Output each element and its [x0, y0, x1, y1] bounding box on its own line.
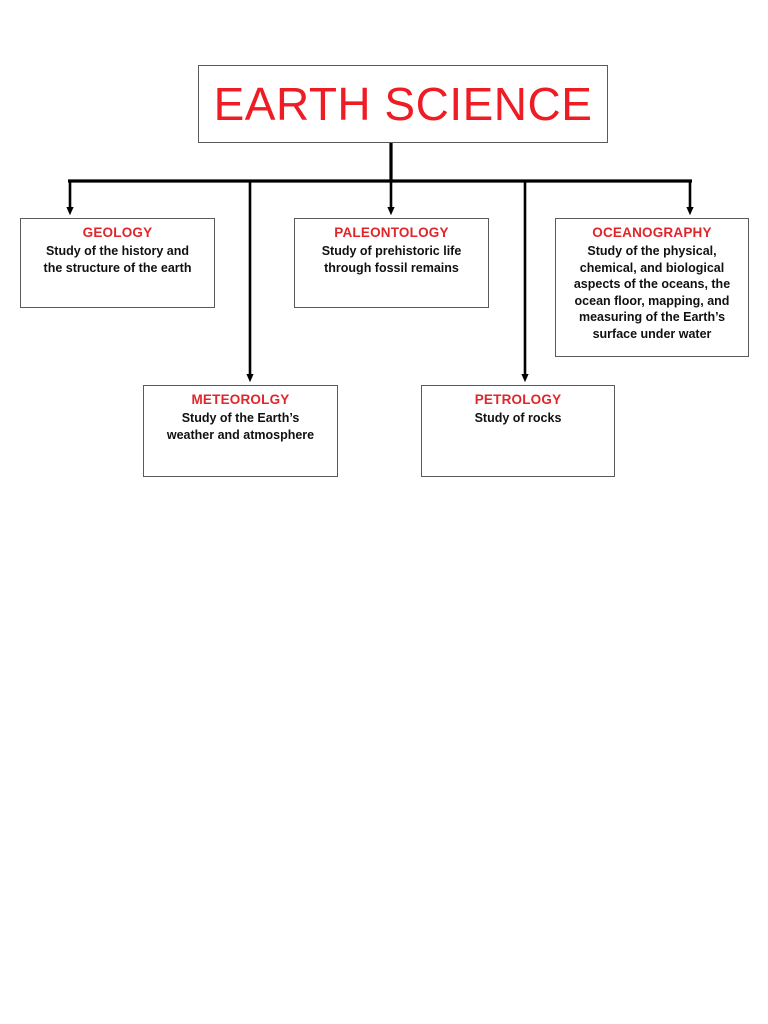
- node-oceanography-heading: OCEANOGRAPHY: [592, 225, 712, 240]
- description-line: through fossil remains: [324, 260, 459, 275]
- node-petrology: PETROLOGY Study of rocks: [421, 385, 615, 477]
- description-line: chemical, and biological: [579, 260, 725, 275]
- node-oceanography-description: Study of the physical, chemical, and bio…: [556, 243, 748, 342]
- node-geology: GEOLOGY Study of the history and the str…: [20, 218, 215, 308]
- node-oceanography: OCEANOGRAPHY Study of the physical, chem…: [555, 218, 749, 357]
- description-line: surface under water: [592, 326, 712, 341]
- node-paleontology-heading: PALEONTOLOGY: [334, 225, 449, 240]
- node-petrology-description: Study of rocks: [422, 410, 614, 427]
- node-paleontology-description: Study of prehistoric life through fossil…: [295, 243, 488, 276]
- node-petrology-heading: PETROLOGY: [474, 392, 562, 407]
- description-line: Study of the Earth’s: [181, 411, 300, 426]
- root-title: EARTH SCIENCE: [213, 77, 593, 130]
- description-line: the structure of the earth: [43, 260, 192, 275]
- description-line: Study of the history and: [45, 244, 190, 259]
- description-line: aspects of the oceans, the: [573, 277, 731, 292]
- node-meteorolgy: METEOROLGY Study of the Earth’s weather …: [143, 385, 338, 477]
- node-meteorolgy-heading: METEOROLGY: [191, 392, 290, 407]
- node-geology-heading: GEOLOGY: [82, 225, 153, 240]
- node-meteorolgy-description: Study of the Earth’s weather and atmosph…: [144, 410, 337, 443]
- description-line: Study of prehistoric life: [321, 244, 462, 259]
- node-paleontology: PALEONTOLOGY Study of prehistoric life t…: [294, 218, 489, 308]
- description-line: weather and atmosphere: [166, 427, 315, 442]
- description-line: measuring of the Earth’s: [578, 310, 726, 325]
- description-line: ocean floor, mapping, and: [574, 293, 730, 308]
- node-earth-science-root: EARTH SCIENCE: [198, 65, 608, 143]
- description-line: Study of the physical,: [587, 244, 717, 259]
- node-geology-description: Study of the history and the structure o…: [21, 243, 214, 276]
- description-line: Study of rocks: [474, 411, 562, 426]
